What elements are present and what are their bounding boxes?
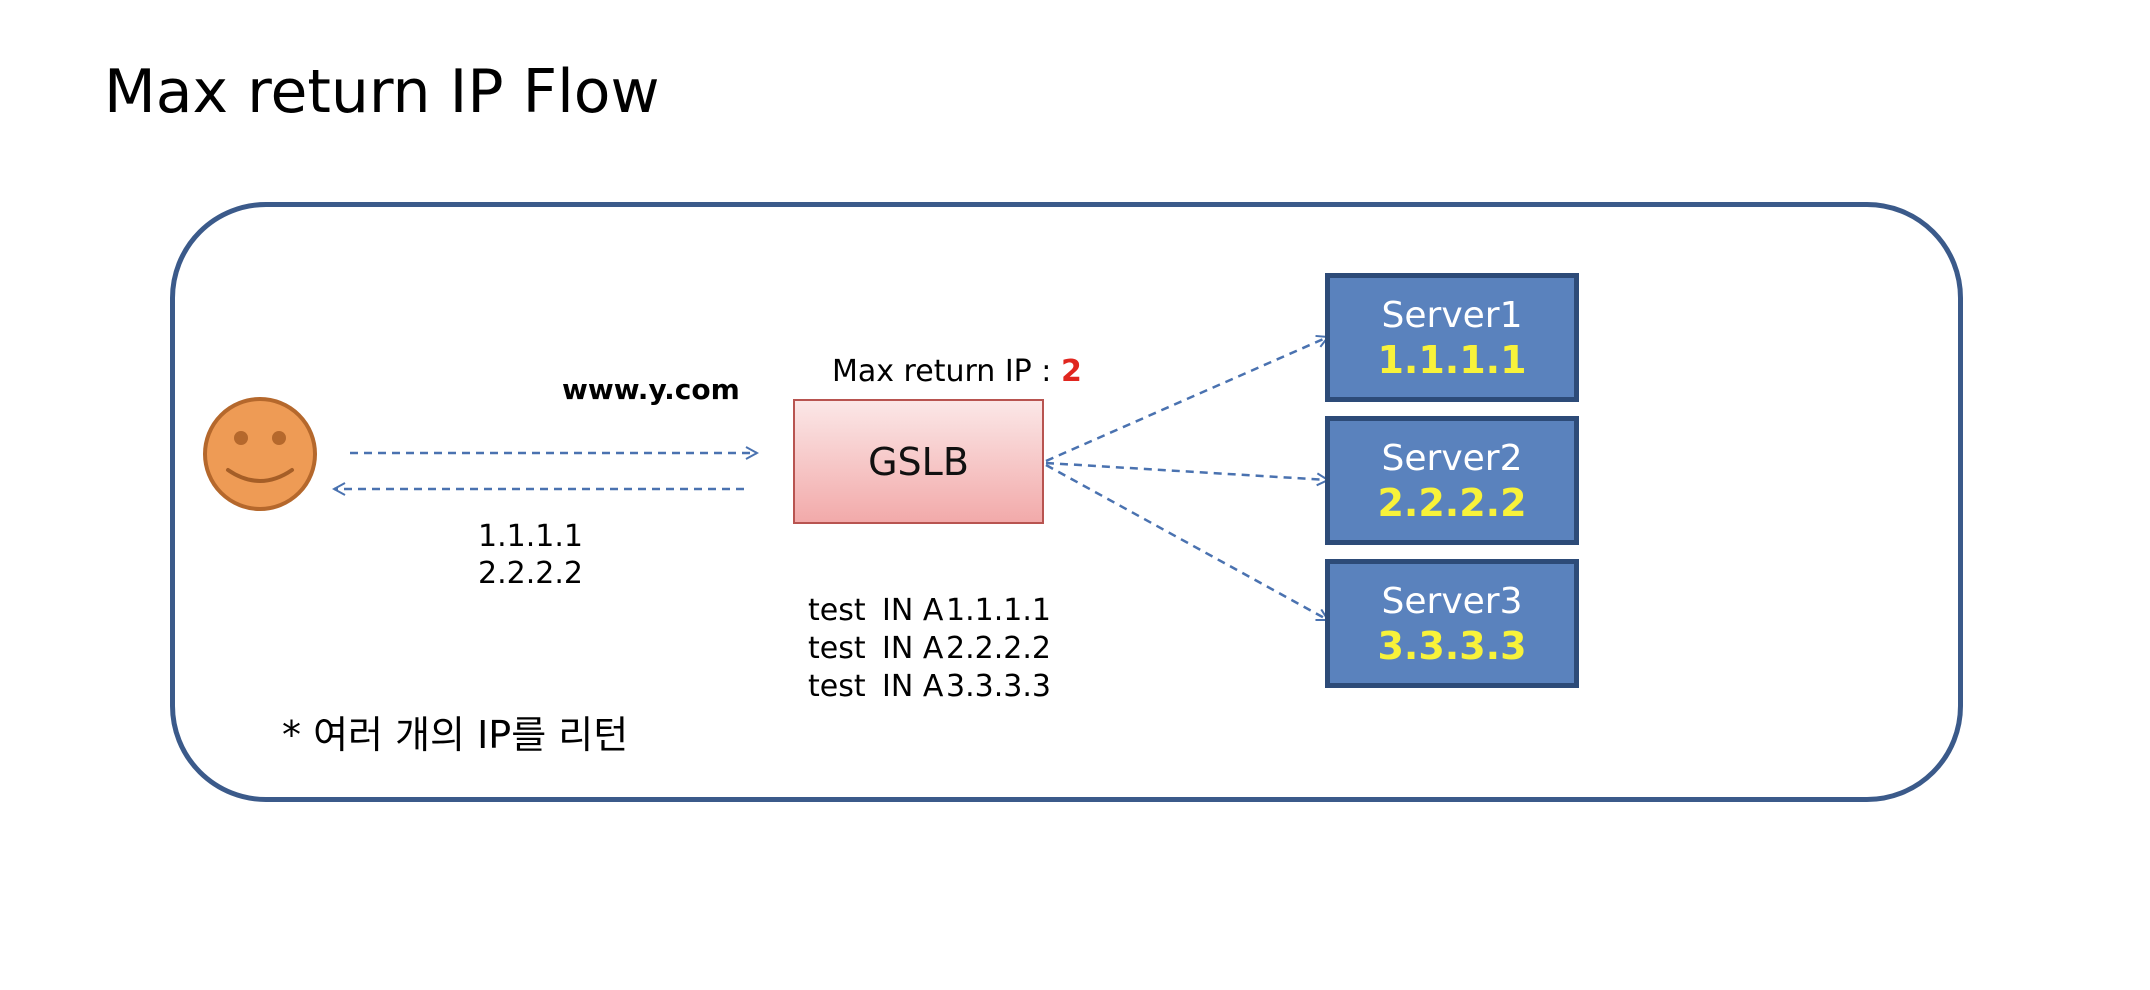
max-return-ip-value: 2	[1060, 354, 1082, 389]
diagram-frame	[170, 202, 1963, 802]
server2-box: Server2 2.2.2.2	[1325, 416, 1579, 545]
server-name: Server2	[1381, 437, 1523, 479]
response-ip: 1.1.1.1	[478, 519, 583, 554]
server3-box: Server3 3.3.3.3	[1325, 559, 1579, 688]
record-type: IN A	[882, 631, 944, 666]
smiley-face-icon	[203, 397, 317, 511]
max-return-ip-text: Max return IP :	[832, 354, 1061, 389]
gslb-to-server3-arrow	[1045, 463, 1328, 622]
page-title: Max return IP Flow	[104, 57, 660, 127]
footnote: * 여러 개의 IP를 리턴	[282, 713, 629, 757]
dns-record-row: test IN A 2.2.2.2	[808, 630, 1051, 668]
gslb-label: GSLB	[868, 439, 969, 484]
gslb-to-server1-arrow	[1045, 337, 1328, 463]
record-type: IN A	[882, 669, 944, 704]
record-ip: 1.1.1.1	[946, 593, 1051, 628]
dns-record-row: test IN A 1.1.1.1	[808, 592, 1051, 630]
server-name: Server1	[1381, 294, 1523, 336]
record-name: test	[808, 631, 866, 666]
response-ip-list: 1.1.1.1 2.2.2.2	[478, 518, 583, 592]
dns-record-row: test IN A 3.3.3.3	[808, 668, 1051, 706]
server-ip: 3.3.3.3	[1377, 623, 1527, 668]
gslb-to-server2-arrow	[1045, 461, 1328, 480]
record-type: IN A	[882, 593, 944, 628]
record-ip: 3.3.3.3	[946, 669, 1051, 704]
max-return-ip-label: Max return IP : 2	[832, 354, 1082, 390]
response-ip: 2.2.2.2	[478, 556, 583, 591]
dns-records: test IN A 1.1.1.1 test IN A 2.2.2.2 test…	[808, 592, 1051, 706]
query-domain-label: www.y.com	[562, 373, 740, 406]
gslb-box: GSLB	[793, 399, 1044, 524]
server-ip: 1.1.1.1	[1377, 337, 1527, 382]
record-ip: 2.2.2.2	[946, 631, 1051, 666]
server-ip: 2.2.2.2	[1377, 480, 1527, 525]
server-name: Server3	[1381, 580, 1523, 622]
record-name: test	[808, 593, 866, 628]
record-name: test	[808, 669, 866, 704]
server1-box: Server1 1.1.1.1	[1325, 273, 1579, 402]
